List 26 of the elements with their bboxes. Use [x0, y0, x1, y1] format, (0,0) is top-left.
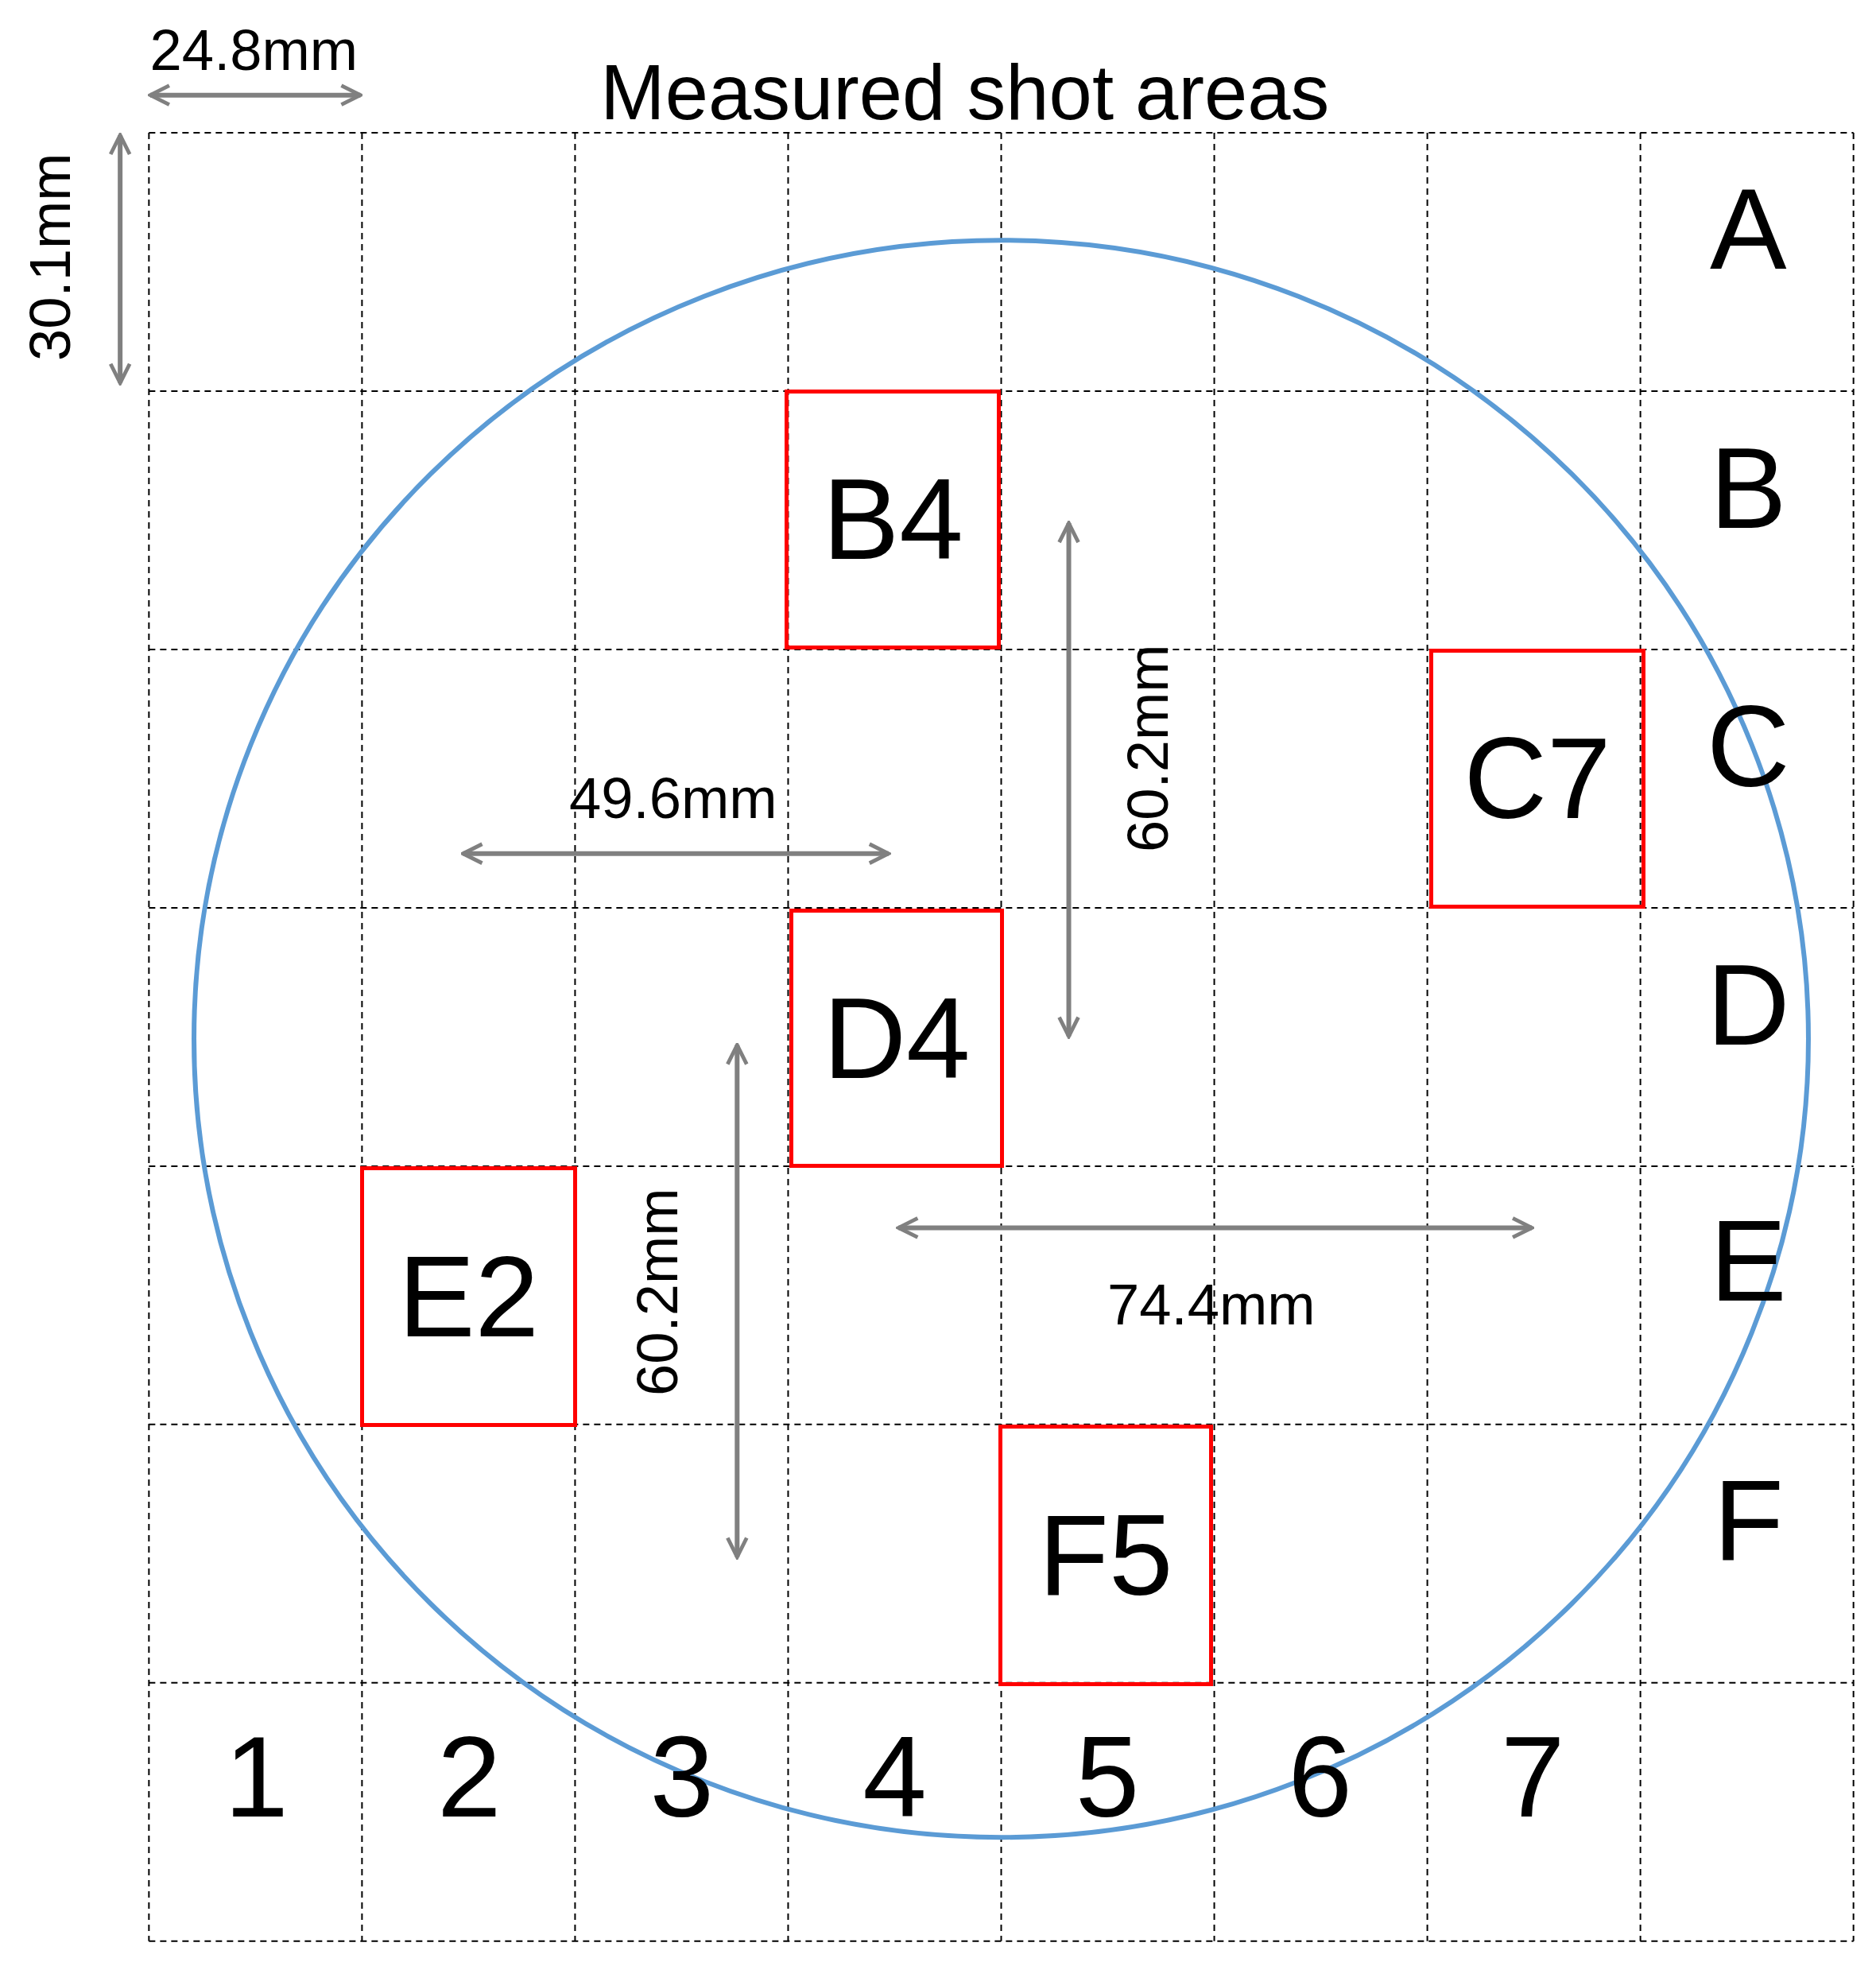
- dimension-label: 30.1mm: [21, 153, 79, 361]
- dimension-label: 49.6mm: [569, 770, 777, 828]
- shot-label: B4: [822, 461, 963, 577]
- dimension-label: 74.4mm: [1107, 1275, 1316, 1333]
- dimension-label: 24.8mm: [149, 21, 359, 79]
- dimension-label: 60.2mm: [1118, 644, 1176, 853]
- dimension-label: 60.2mm: [628, 1188, 686, 1396]
- diagram-title: Measured shot areas: [600, 53, 1330, 132]
- row-label: D: [1706, 947, 1790, 1063]
- shot-area-box: [998, 1424, 1213, 1686]
- column-label: 2: [436, 1720, 502, 1835]
- column-label: 5: [1075, 1720, 1140, 1835]
- column-label: 7: [1501, 1720, 1565, 1835]
- row-label: B: [1709, 430, 1787, 546]
- shot-area-box: [785, 389, 1002, 650]
- shot-label: E2: [398, 1239, 540, 1355]
- row-label: A: [1709, 171, 1787, 287]
- shot-area-box: [1428, 648, 1646, 909]
- shot-label: C7: [1463, 720, 1611, 836]
- column-label: 4: [862, 1720, 927, 1835]
- row-label: F: [1713, 1463, 1784, 1579]
- shot-label: F5: [1038, 1497, 1173, 1613]
- shot-area-box: [360, 1166, 577, 1427]
- column-label: 1: [224, 1720, 289, 1835]
- shot-area-box: [789, 909, 1004, 1168]
- shot-label: D4: [823, 980, 971, 1096]
